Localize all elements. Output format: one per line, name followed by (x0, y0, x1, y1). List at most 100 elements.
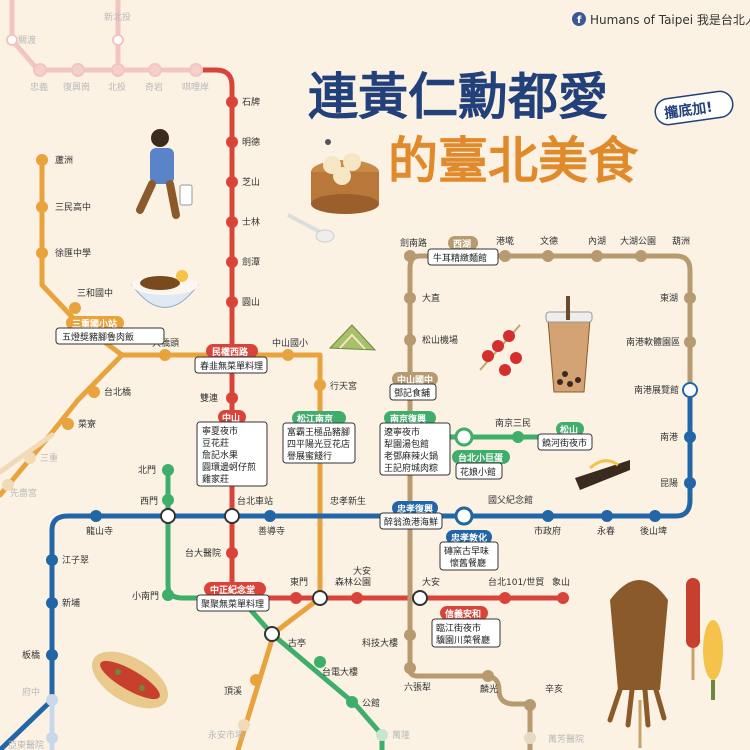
station-label: 府中 (22, 686, 40, 698)
station-label: 萬隆 (392, 729, 410, 741)
svg-text:五燈獎豬腳魯肉飯: 五燈獎豬腳魯肉飯 (62, 331, 134, 343)
svg-text:松江南京: 松江南京 (297, 413, 333, 425)
svg-text:犁園湯包館: 犁園湯包館 (384, 438, 429, 450)
svg-text:臨江街夜市: 臨江街夜市 (436, 622, 481, 634)
callout-taipei-arena[interactable]: 台北小巨蛋 花娘小館 (452, 450, 510, 480)
callout-zhongshan[interactable]: 中山 寧夏夜市 豆花莊 詹記水果 圓環邊蚵仔煎 雞家莊 (196, 410, 268, 487)
svg-text:三重國小站: 三重國小站 (72, 318, 117, 330)
svg-text:台北小巨蛋: 台北小巨蛋 (458, 452, 503, 464)
svg-text:牛耳精緻麵館: 牛耳精緻麵館 (433, 252, 487, 264)
svg-text:老鄧麻辣火鍋: 老鄧麻辣火鍋 (384, 450, 438, 462)
callout-xihu[interactable]: 西湖 牛耳精緻麵館 (427, 236, 499, 266)
svg-text:中山國中: 中山國中 (397, 374, 433, 386)
callout-nanjing-fuxing[interactable]: 南京復興 遼寧夜市 犁園湯包館 老鄧麻辣火鍋 王記府城肉粽 (379, 411, 451, 476)
callout-minquan-w[interactable]: 民權西路 春韭無菜單料理 (194, 344, 268, 374)
station-label: 南京三民 (495, 417, 531, 429)
station-label: 圓山 (242, 297, 260, 308)
station-label: 忠孝新生 (330, 495, 366, 507)
station-label: 三重 (40, 452, 58, 464)
station-label: 唭哩岸 (182, 81, 209, 93)
station-label: 奇岩 (145, 81, 163, 93)
svg-text:圓環邊蚵仔煎: 圓環邊蚵仔煎 (202, 461, 256, 473)
person-icon (136, 129, 193, 219)
station-label: 三和國中 (77, 287, 113, 299)
station-label: 大湖公園 (620, 235, 656, 247)
station-label: 台北橋 (104, 386, 131, 398)
line-blue (0, 387, 693, 750)
station-label: 菜寮 (78, 418, 96, 430)
station-label: 劍南路 (400, 237, 427, 249)
station-label: 明德 (242, 136, 260, 148)
station-label: 三民高中 (55, 201, 91, 213)
station-label: 麟光 (480, 683, 498, 695)
station-label: 六張犁 (404, 681, 431, 693)
station-label: 雙連 (200, 392, 218, 404)
callout-zhongxiao-dunhua[interactable]: 忠孝敦化 磚窯古早味 懷舊餐廳 (439, 530, 499, 571)
station-label: 小南門 (132, 590, 159, 602)
line-green (165, 467, 385, 750)
callout-zhongxiao-fuxing[interactable]: 忠孝復興 醉翁漁港海鮮 (379, 501, 443, 530)
grilled-skewer-icon (575, 459, 630, 490)
station-label: 後山埤 (640, 525, 667, 537)
dim-sum-steamer-icon (311, 139, 379, 214)
callout-sanchong[interactable]: 三重國小站 五燈獎豬腳魯肉飯 (55, 316, 165, 345)
svg-text:花娘小館: 花娘小館 (460, 466, 496, 478)
facebook-icon (572, 12, 586, 26)
station-label: 東門 (290, 576, 308, 588)
station-label: 龍山寺 (86, 525, 113, 537)
callout-cks-memorial[interactable]: 中正紀念堂 聚聚無菜單料理 (196, 582, 270, 612)
station-label: 市政府 (534, 525, 561, 537)
svg-text:民權西路: 民權西路 (212, 346, 249, 358)
station-label: 北門 (138, 465, 156, 476)
station-label: 西門 (140, 496, 158, 507)
station-label: 板橋 (22, 649, 40, 661)
zongzi-icon (328, 324, 377, 351)
station-label: 文德 (540, 235, 558, 247)
svg-text:f: f (577, 15, 582, 26)
station-label: 新埔 (62, 597, 80, 609)
station-label: 關渡 (18, 34, 36, 46)
svg-text:雞家莊: 雞家莊 (202, 473, 229, 485)
svg-text:鄧記食舖: 鄧記食舖 (394, 387, 430, 399)
svg-text:懷舊餐廳: 懷舊餐廳 (450, 557, 486, 569)
station-label: 復興崗 (63, 81, 90, 93)
callout-songjiang-nanjing[interactable]: 松江南京 富霸王極品豬腳 四平陽光豆花店 譽展蜜餞行 (282, 411, 356, 464)
svg-text:醉翁漁港海鮮: 醉翁漁港海鮮 (384, 516, 438, 528)
callout-xinyi-anhe[interactable]: 信義安和 臨江街夜市 驥園川菜餐廳 (431, 606, 501, 648)
station-label: 大安 (353, 565, 371, 577)
svg-text:中正紀念堂: 中正紀念堂 (210, 584, 255, 596)
svg-text:譽展蜜餞行: 譽展蜜餞行 (287, 450, 332, 462)
svg-text:攏底加!: 攏底加! (663, 99, 713, 123)
grilled-squid-icon (607, 580, 668, 748)
callout-zhongshan-jhs[interactable]: 中山國中 鄧記食舖 (389, 372, 438, 401)
credit[interactable]: f Humans of Taipei 我是台北人 (572, 12, 750, 27)
svg-text:中山: 中山 (222, 412, 240, 424)
station-label: 芝山 (242, 176, 260, 188)
station-label: 象山 (552, 576, 570, 588)
callout-songshan[interactable]: 松山 饒河街夜市 (537, 422, 593, 451)
station-label: 中山國小 (272, 337, 308, 349)
station-label: 行天宮 (330, 380, 357, 392)
spoon-icon (287, 213, 335, 243)
station-label: 大安 (422, 576, 440, 588)
station-label: 葫洲 (672, 235, 690, 247)
svg-text:西湖: 西湖 (453, 238, 471, 250)
station-label: 台北101/世貿 (488, 576, 544, 588)
station-label: 古亭 (288, 637, 306, 649)
svg-text:遼寧夜市: 遼寧夜市 (384, 426, 420, 438)
svg-text:詹記水果: 詹記水果 (202, 449, 238, 461)
station-label: 辛亥 (545, 683, 563, 695)
svg-text:富霸王極品豬腳: 富霸王極品豬腳 (287, 426, 350, 438)
station-label: 萬芳醫院 (548, 733, 584, 745)
station-label: 公館 (362, 697, 380, 709)
svg-text:磚窯古早味: 磚窯古早味 (444, 545, 489, 557)
title-line1: 連黃仁勳都愛 (308, 68, 608, 126)
bubble-tea-icon (545, 296, 593, 393)
station-label: 永安市場 (208, 729, 244, 741)
station-label: 台大醫院 (185, 547, 221, 559)
svg-text:饒河街夜市: 饒河街夜市 (542, 437, 587, 449)
station-label: 松山機場 (422, 334, 458, 346)
svg-text:南京復興: 南京復興 (390, 413, 426, 425)
station-label: 北投 (108, 81, 126, 93)
